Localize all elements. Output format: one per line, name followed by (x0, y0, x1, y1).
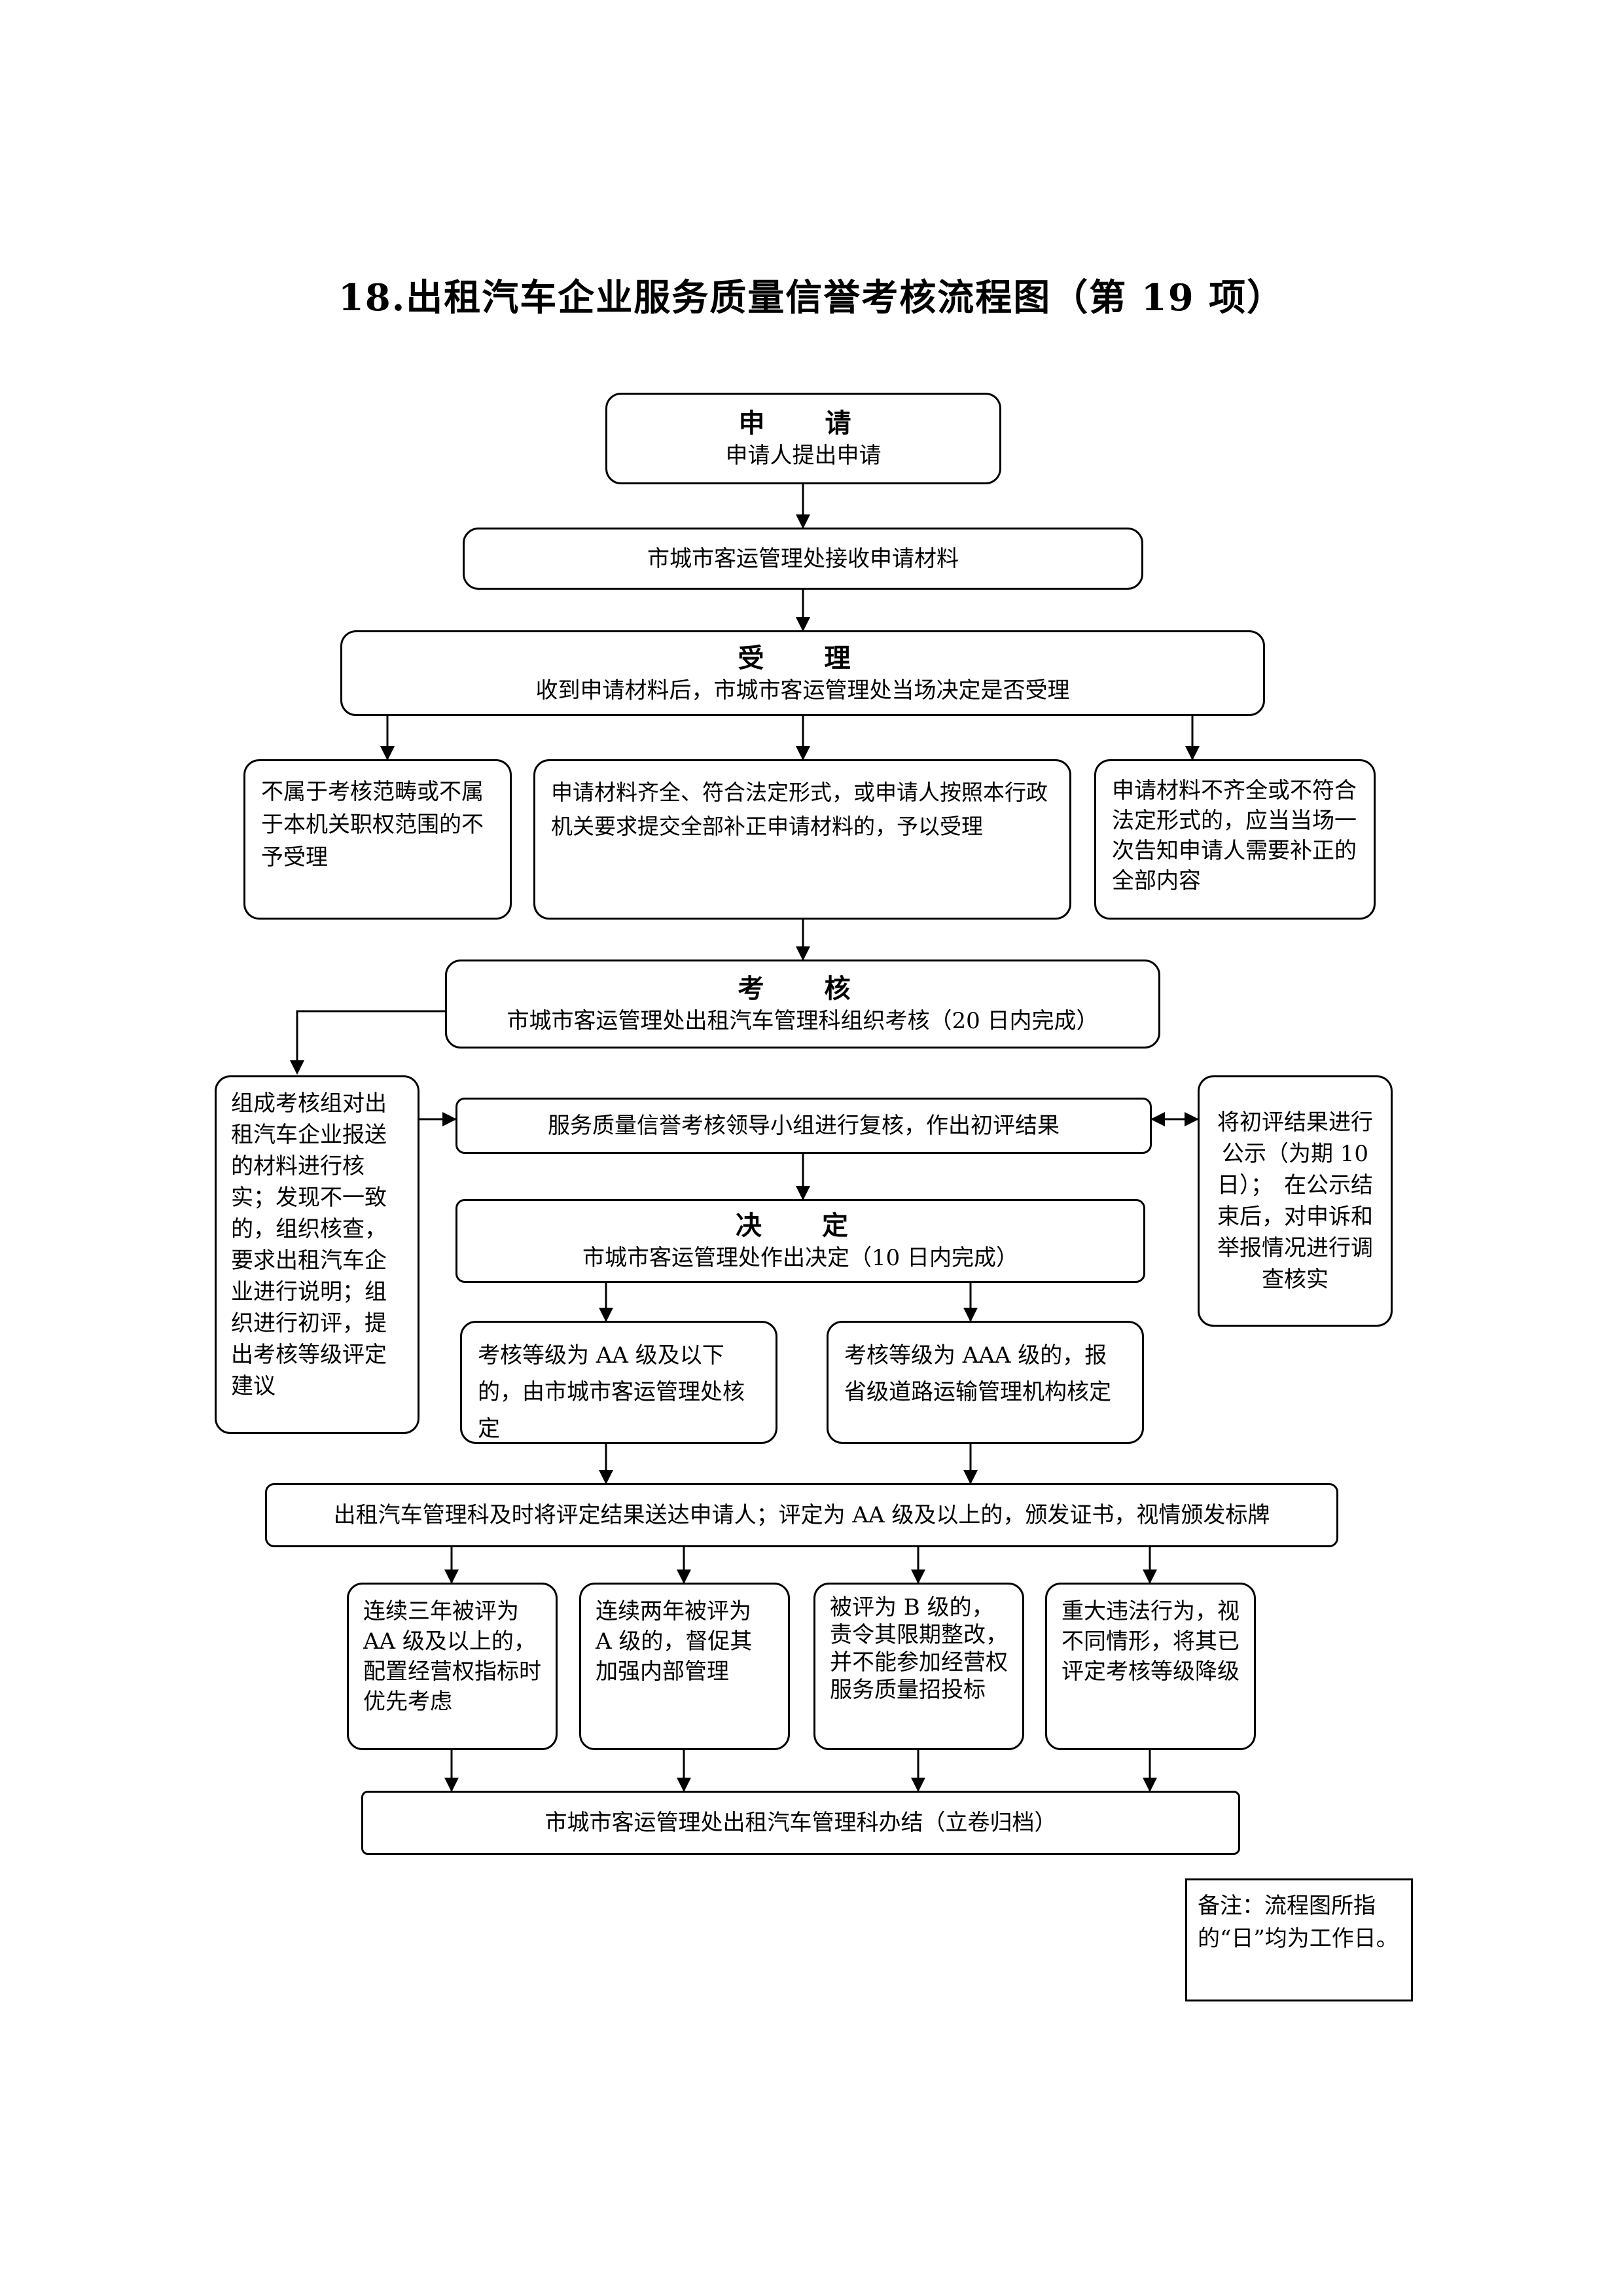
outcome-box-3: 被评为 B 级的，责令其限期整改，并不能参加经营权服务质量招投标 (813, 1583, 1024, 1750)
receive-box: 市城市客运管理处接收申请材料 (463, 528, 1143, 590)
close-box: 市城市客运管理处出租汽车管理科办结（立卷归档） (361, 1791, 1240, 1855)
decide-text: 市城市客运管理处作出决定（10 日内完成） (582, 1245, 1019, 1271)
assess-heading: 考 核 (738, 973, 868, 1004)
accept-heading: 受 理 (738, 642, 868, 673)
level-aa-text: 考核等级为 AA 级及以下的，由市城市客运管理处核定 (478, 1342, 745, 1442)
apply-box: 申 请 申请人提出申请 (605, 393, 1001, 484)
outcome-box-2: 连续两年被评为 A 级的，督促其加强内部管理 (579, 1583, 790, 1750)
decide-box: 决 定 市城市客运管理处作出决定（10 日内完成） (455, 1199, 1145, 1283)
arrow-assess-to-verify (290, 1010, 445, 1075)
publicity-text: 将初评结果进行公示（为期 10 日）； 在公示结束后，对申诉和举报情况进行调查核… (1217, 1109, 1373, 1293)
branch-supplement-text: 申请材料不齐全或不符合法定形式的，应当当场一次告知申请人需要补正的全部内容 (1112, 778, 1357, 894)
outcome-box-4: 重大违法行为，视不同情形，将其已评定考核等级降级 (1045, 1583, 1256, 1750)
level-aaa-text: 考核等级为 AAA 级的，报省级道路运输管理机构核定 (844, 1342, 1111, 1405)
accept-text: 收到申请材料后，市城市客运管理处当场决定是否受理 (535, 677, 1070, 704)
assess-text: 市城市客运管理处出租汽车管理科组织考核（20 日内完成） (507, 1008, 1099, 1034)
apply-text: 申请人提出申请 (725, 442, 882, 469)
level-aaa-box: 考核等级为 AAA 级的，报省级道路运输管理机构核定 (827, 1321, 1144, 1444)
branch-reject-box: 不属于考核范畴或不属于本机关职权范围的不予受理 (243, 759, 512, 920)
accept-box: 受 理 收到申请材料后，市城市客运管理处当场决定是否受理 (340, 630, 1265, 716)
outcome-text-2: 连续两年被评为 A 级的，督促其加强内部管理 (596, 1598, 753, 1685)
decide-heading: 决 定 (736, 1210, 865, 1241)
branch-accept-text: 申请材料齐全、符合法定形式，或申请人按照本行政机关要求提交全部补正申请材料的，予… (551, 780, 1048, 839)
close-text: 市城市客运管理处出租汽车管理科办结（立卷归档） (544, 1810, 1057, 1836)
branch-reject-text: 不属于考核范畴或不属于本机关职权范围的不予受理 (261, 779, 484, 870)
outcome-text-1: 连续三年被评为 AA 级及以上的，配置经营权指标时优先考虑 (363, 1598, 541, 1715)
receive-text: 市城市客运管理处接收申请材料 (647, 545, 959, 572)
notify-text: 出租汽车管理科及时将评定结果送达申请人；评定为 AA 级及以上的，颁发证书，视情… (333, 1502, 1270, 1528)
level-aa-box: 考核等级为 AA 级及以下的，由市城市客运管理处核定 (460, 1321, 777, 1444)
note-box: 备注：流程图所指的“日”均为工作日。 (1185, 1878, 1413, 2001)
branch-supplement-box: 申请材料不齐全或不符合法定形式的，应当当场一次告知申请人需要补正的全部内容 (1094, 759, 1376, 920)
publicity-box: 将初评结果进行公示（为期 10 日）； 在公示结束后，对申诉和举报情况进行调查核… (1198, 1075, 1393, 1327)
assess-box: 考 核 市城市客运管理处出租汽车管理科组织考核（20 日内完成） (445, 960, 1160, 1049)
notify-box: 出租汽车管理科及时将评定结果送达申请人；评定为 AA 级及以上的，颁发证书，视情… (265, 1483, 1338, 1547)
note-text: 备注：流程图所指的“日”均为工作日。 (1198, 1893, 1399, 1952)
verify-text: 组成考核组对出租汽车企业报送的材料进行核实；发现不一致的，组织核查，要求出租汽车… (231, 1090, 387, 1399)
verify-box: 组成考核组对出租汽车企业报送的材料进行核实；发现不一致的，组织核查，要求出租汽车… (215, 1075, 419, 1434)
apply-heading: 申 请 (738, 408, 868, 439)
outcome-text-3: 被评为 B 级的，责令其限期整改，并不能参加经营权服务质量招投标 (830, 1594, 1008, 1703)
page-title: 18.出租汽车企业服务质量信誉考核流程图（第 19 项） (338, 276, 1285, 319)
review-text: 服务质量信誉考核领导小组进行复核，作出初评结果 (548, 1113, 1060, 1139)
review-box: 服务质量信誉考核领导小组进行复核，作出初评结果 (455, 1098, 1152, 1154)
outcome-text-4: 重大违法行为，视不同情形，将其已评定考核等级降级 (1061, 1598, 1240, 1685)
branch-accept-box: 申请材料齐全、符合法定形式，或申请人按照本行政机关要求提交全部补正申请材料的，予… (533, 759, 1071, 920)
outcome-box-1: 连续三年被评为 AA 级及以上的，配置经营权指标时优先考虑 (347, 1583, 558, 1750)
